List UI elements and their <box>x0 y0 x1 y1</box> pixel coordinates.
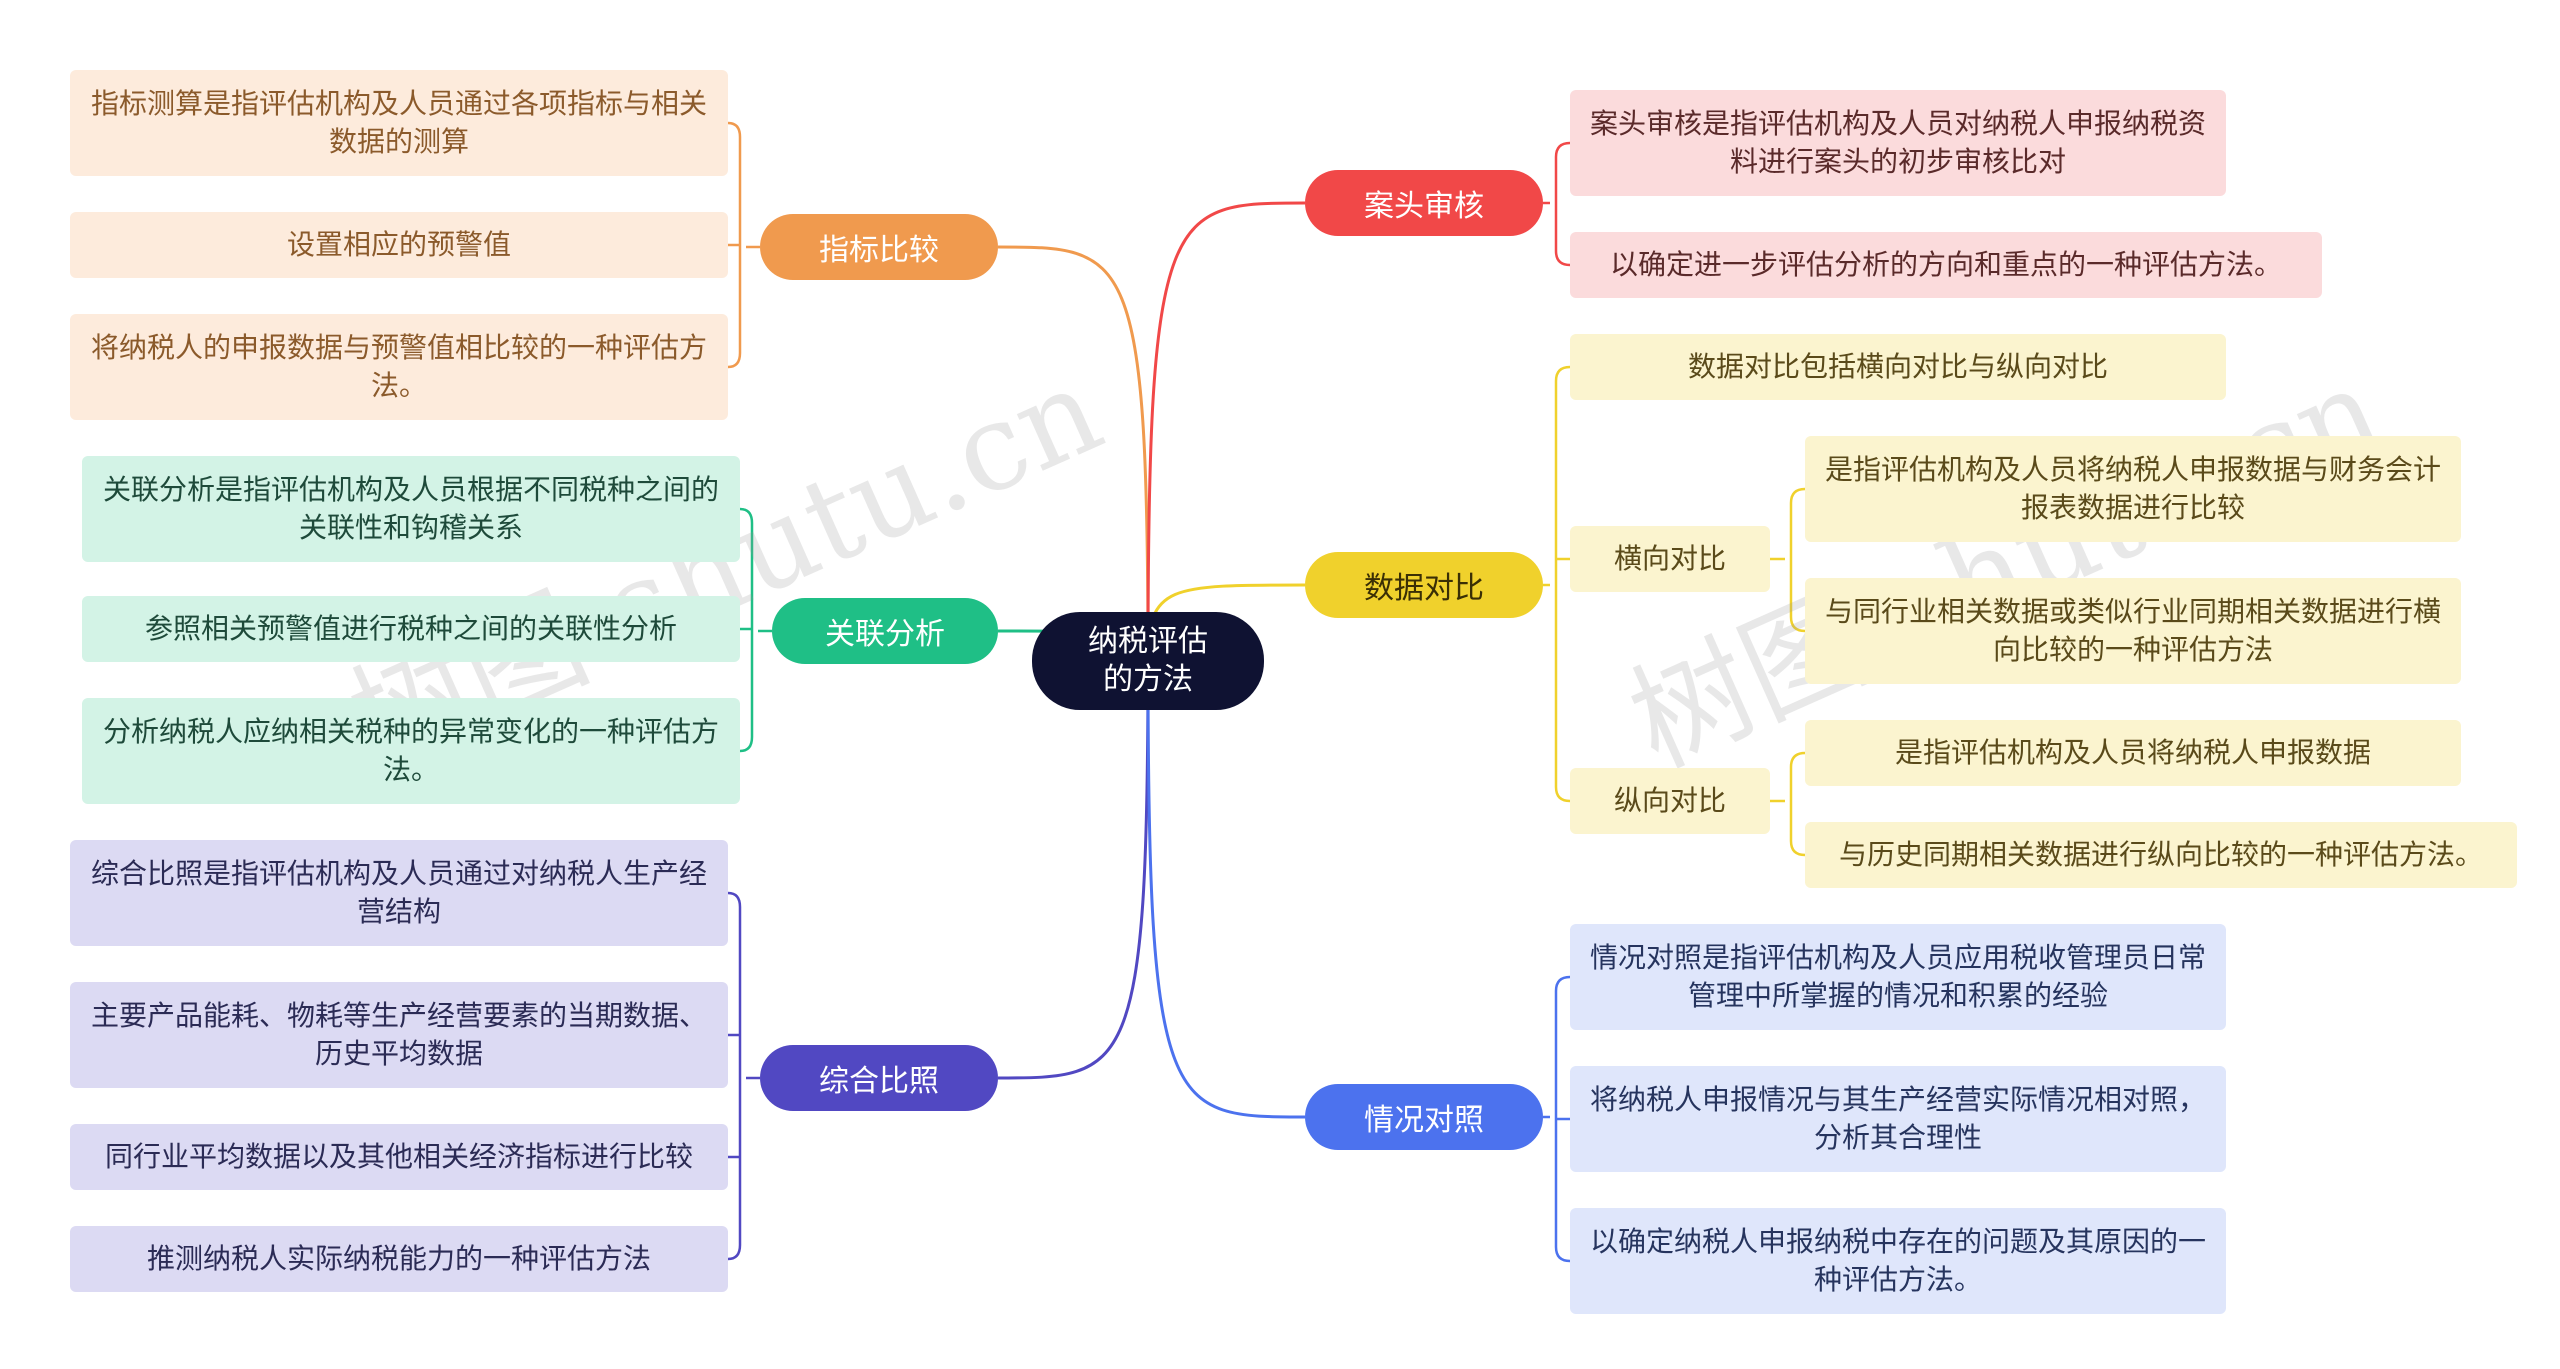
root-label: 纳税评估 的方法 <box>1088 624 1208 697</box>
topic-label: 数据对比 <box>1364 571 1484 606</box>
leaf-hengxiang-1[interactable]: 是指评估机构及人员将纳税人申报数据与财务会计报表数据进行比较 <box>1805 436 2461 542</box>
leaf-zhibiao-2[interactable]: 设置相应的预警值 <box>70 212 728 278</box>
leaf-zongxiang-2[interactable]: 与历史同期相关数据进行纵向比较的一种评估方法。 <box>1805 822 2517 888</box>
topic-qingkuang[interactable]: 情况对照 <box>1305 1084 1543 1150</box>
leaf-antou-2[interactable]: 以确定进一步评估分析的方向和重点的一种评估方法。 <box>1570 232 2322 298</box>
connector-line <box>1146 660 1306 1119</box>
topic-label: 情况对照 <box>1364 1103 1484 1138</box>
topic-label: 案头审核 <box>1364 189 1484 224</box>
connector-line <box>997 245 1150 662</box>
topic-label: 关联分析 <box>825 617 945 652</box>
connector-line <box>1554 141 1571 267</box>
leaf-shuju-intro[interactable]: 数据对比包括横向对比与纵向对比 <box>1570 334 2226 400</box>
leaf-hengxiang-2[interactable]: 与同行业相关数据或类似行业同期相关数据进行横向比较的一种评估方法 <box>1805 578 2461 684</box>
topic-shuju[interactable]: 数据对比 <box>1305 552 1543 618</box>
leaf-guanlian-3[interactable]: 分析纳税人应纳相关税种的异常变化的一种评估方法。 <box>82 698 740 804</box>
topic-zhibiao[interactable]: 指标比较 <box>760 214 998 280</box>
connector-line <box>727 891 742 1261</box>
subtopic-hengxiang[interactable]: 横向对比 <box>1570 526 1770 592</box>
leaf-zonghe-3[interactable]: 同行业平均数据以及其他相关经济指标进行比较 <box>70 1124 728 1190</box>
leaf-antou-1[interactable]: 案头审核是指评估机构及人员对纳税人申报纳税资料进行案头的初步审核比对 <box>1570 90 2226 196</box>
subtopic-zongxiang[interactable]: 纵向对比 <box>1570 768 1770 834</box>
leaf-zonghe-1[interactable]: 综合比照是指评估机构及人员通过对纳税人生产经营结构 <box>70 840 728 946</box>
root-node[interactable]: 纳税评估 的方法 <box>1032 612 1264 710</box>
leaf-guanlian-2[interactable]: 参照相关预警值进行税种之间的关联性分析 <box>82 596 740 662</box>
topic-label: 指标比较 <box>819 233 939 268</box>
leaf-zhibiao-3[interactable]: 将纳税人的申报数据与预警值相比较的一种评估方法。 <box>70 314 728 420</box>
connector-line <box>1554 365 1571 803</box>
leaf-zhibiao-1[interactable]: 指标测算是指评估机构及人员通过各项指标与相关数据的测算 <box>70 70 728 176</box>
topic-label: 综合比照 <box>819 1064 939 1099</box>
leaf-qingkuang-2[interactable]: 将纳税人申报情况与其生产经营实际情况相对照，分析其合理性 <box>1570 1066 2226 1172</box>
leaf-qingkuang-3[interactable]: 以确定纳税人申报纳税中存在的问题及其原因的一种评估方法。 <box>1570 1208 2226 1314</box>
leaf-guanlian-1[interactable]: 关联分析是指评估机构及人员根据不同税种之间的关联性和钩稽关系 <box>82 456 740 562</box>
leaf-qingkuang-1[interactable]: 情况对照是指评估机构及人员应用税收管理员日常管理中所掌握的情况和积累的经验 <box>1570 924 2226 1030</box>
leaf-zonghe-4[interactable]: 推测纳税人实际纳税能力的一种评估方法 <box>70 1226 728 1292</box>
connector-line <box>997 660 1150 1080</box>
connector-line <box>1789 487 1806 633</box>
topic-antou[interactable]: 案头审核 <box>1305 170 1543 236</box>
topic-zonghe[interactable]: 综合比照 <box>760 1045 998 1111</box>
connector-line <box>1146 201 1306 662</box>
topic-guanlian[interactable]: 关联分析 <box>772 598 998 664</box>
leaf-zongxiang-1[interactable]: 是指评估机构及人员将纳税人申报数据 <box>1805 720 2461 786</box>
leaf-zonghe-2[interactable]: 主要产品能耗、物耗等生产经营要素的当期数据、历史平均数据 <box>70 982 728 1088</box>
connector-line <box>1789 751 1806 857</box>
